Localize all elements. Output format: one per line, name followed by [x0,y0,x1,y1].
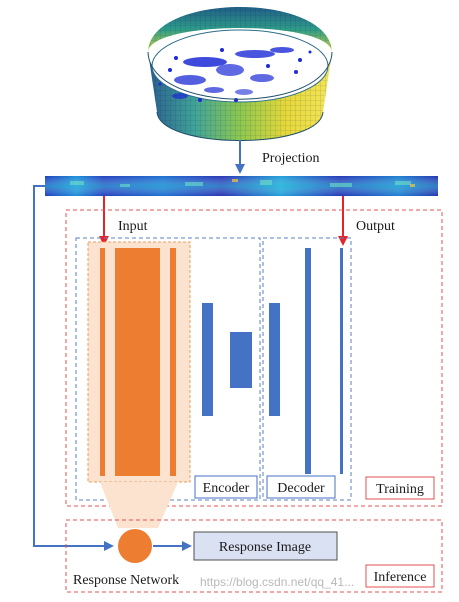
input-layer-main [115,248,160,476]
point-cloud-points [158,47,312,102]
encoder-layer-1 [202,303,213,416]
training-label: Training [376,482,424,497]
encoder-bottleneck [230,332,252,388]
response-image-label: Response Image [219,540,311,555]
inference-label-box [365,564,435,588]
decoder-layer-2 [305,248,311,474]
inference-path-arrow [33,185,114,551]
decoder-label: Decoder [277,481,325,496]
response-network-label: Response Network [73,573,179,588]
output-label: Output [356,219,395,234]
projection-label: Projection [262,151,320,166]
output-layer [340,248,343,474]
input-layer-thin-left [100,248,105,476]
encoder-label: Encoder [203,481,250,496]
watermark-text: https://blog.csdn.net/qq_41... [200,575,354,589]
input-label: Input [118,219,148,234]
point-cloud-cylinder-icon [147,7,333,141]
training-label-box [365,476,435,500]
response-network-circle [118,529,152,563]
inference-label: Inference [374,570,427,585]
encoder-box [75,237,261,501]
encoder-label-box [194,475,258,499]
decoder-label-box [266,475,336,499]
decoder-box [262,237,352,501]
input-layer-thin-right [170,248,176,476]
range-image-strip [45,176,438,196]
receptive-field-funnel [100,482,178,528]
decoder-layer-1 [269,303,280,416]
response-image-box [193,531,338,561]
